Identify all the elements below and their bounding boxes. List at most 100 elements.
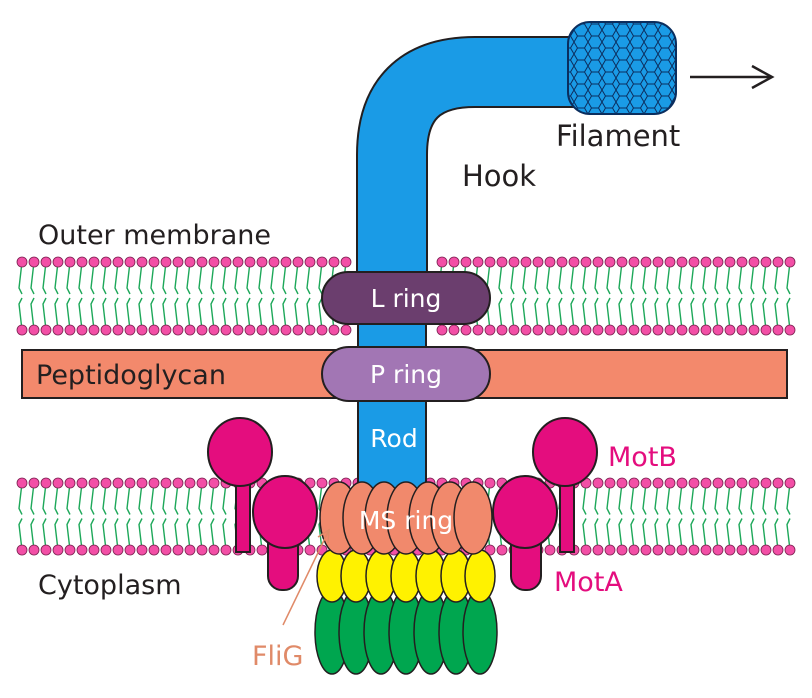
- lipid-head: [436, 256, 448, 268]
- lipid-tail: [546, 261, 551, 295]
- lipid-head: [496, 544, 508, 556]
- lipid-tail: [30, 261, 35, 295]
- lipid-tail: [42, 482, 47, 515]
- lipid-tail: [498, 261, 503, 295]
- lipid-head: [76, 477, 88, 489]
- lipid-head: [76, 256, 88, 268]
- ms-ring-label: MS ring: [359, 506, 453, 535]
- lipid-head: [652, 256, 664, 268]
- lipid-tail: [78, 518, 83, 551]
- lipid-head: [232, 256, 244, 268]
- lipid-tail: [90, 297, 95, 331]
- lipid-tail: [102, 482, 107, 515]
- lipid-head: [700, 477, 712, 489]
- lipid-tail: [642, 261, 647, 295]
- lipid-tail: [762, 261, 767, 295]
- lipid-head: [64, 544, 76, 556]
- lipid-head: [544, 544, 556, 556]
- lipid-tail: [534, 297, 539, 331]
- lipid-head: [184, 477, 196, 489]
- lipid-tail: [618, 261, 623, 295]
- lipid-tail: [174, 261, 179, 295]
- lipid-tail: [786, 261, 791, 295]
- lipid-head: [472, 256, 484, 268]
- lipid-head: [712, 324, 724, 336]
- ms-ring: [319, 481, 493, 555]
- lipid-tail: [630, 518, 635, 551]
- lipid-head: [40, 477, 52, 489]
- lipid-head: [88, 544, 100, 556]
- lipid-tail: [690, 297, 695, 331]
- lipid-tail: [690, 261, 695, 295]
- lipid-head: [100, 324, 112, 336]
- lipid-tail: [750, 482, 755, 515]
- lipid-tail: [642, 518, 647, 551]
- lipid-head: [604, 477, 616, 489]
- lipid-head: [40, 544, 52, 556]
- lipid-tail: [210, 297, 215, 331]
- lipid-head: [664, 256, 676, 268]
- lipid-head: [712, 477, 724, 489]
- lipid-tail: [174, 482, 179, 515]
- lipid-tail: [594, 297, 599, 331]
- motb-left: [207, 417, 273, 553]
- lipid-head: [88, 324, 100, 336]
- lipid-tail: [750, 297, 755, 331]
- lipid-tail: [570, 261, 575, 295]
- lipid-head: [580, 256, 592, 268]
- lipid-head: [64, 256, 76, 268]
- lipid-head: [232, 324, 244, 336]
- lipid-head: [268, 256, 280, 268]
- lipid-head: [208, 324, 220, 336]
- lipid-tail: [714, 518, 719, 551]
- lipid-tail: [654, 482, 659, 515]
- lipid-head: [736, 256, 748, 268]
- lipid-head: [616, 544, 628, 556]
- lipid-head: [112, 256, 124, 268]
- lipid-head: [88, 256, 100, 268]
- lipid-head: [520, 256, 532, 268]
- lipid-head: [244, 324, 256, 336]
- lipid-head: [28, 256, 40, 268]
- lipid-tail: [606, 518, 611, 551]
- lipid-head: [640, 256, 652, 268]
- lipid-head: [544, 324, 556, 336]
- lipid-tail: [750, 518, 755, 551]
- mota-left: [252, 475, 318, 591]
- lipid-head: [556, 256, 568, 268]
- lipid-head: [652, 324, 664, 336]
- lipid-head: [196, 544, 208, 556]
- lipid-head: [760, 324, 772, 336]
- filament: [567, 21, 677, 115]
- lipid-head: [52, 324, 64, 336]
- lipid-tail: [630, 297, 635, 331]
- lipid-tail: [678, 518, 683, 551]
- lipid-head: [64, 477, 76, 489]
- lipid-head: [580, 324, 592, 336]
- lipid-tail: [750, 261, 755, 295]
- lipid-tail: [234, 297, 239, 331]
- lipid-head: [532, 256, 544, 268]
- lipid-head: [772, 544, 784, 556]
- lipid-head: [700, 324, 712, 336]
- lipid-head: [148, 544, 160, 556]
- lipid-head: [664, 477, 676, 489]
- lipid-tail: [150, 482, 155, 515]
- lipid-head: [220, 256, 232, 268]
- lipid-head: [736, 324, 748, 336]
- lipid-tail: [90, 482, 95, 515]
- lipid-head: [652, 544, 664, 556]
- lipid-tail: [210, 261, 215, 295]
- lipid-tail: [186, 518, 191, 551]
- lipid-head: [748, 324, 760, 336]
- lipid-tail: [726, 297, 731, 331]
- lipid-head: [304, 544, 316, 556]
- lipid-tail: [654, 261, 659, 295]
- lipid-head: [628, 477, 640, 489]
- lipid-tail: [126, 518, 131, 551]
- lipid-head: [172, 256, 184, 268]
- lipid-tail: [18, 482, 23, 515]
- lipid-head: [328, 324, 340, 336]
- lipid-head: [748, 477, 760, 489]
- lipid-head: [448, 324, 460, 336]
